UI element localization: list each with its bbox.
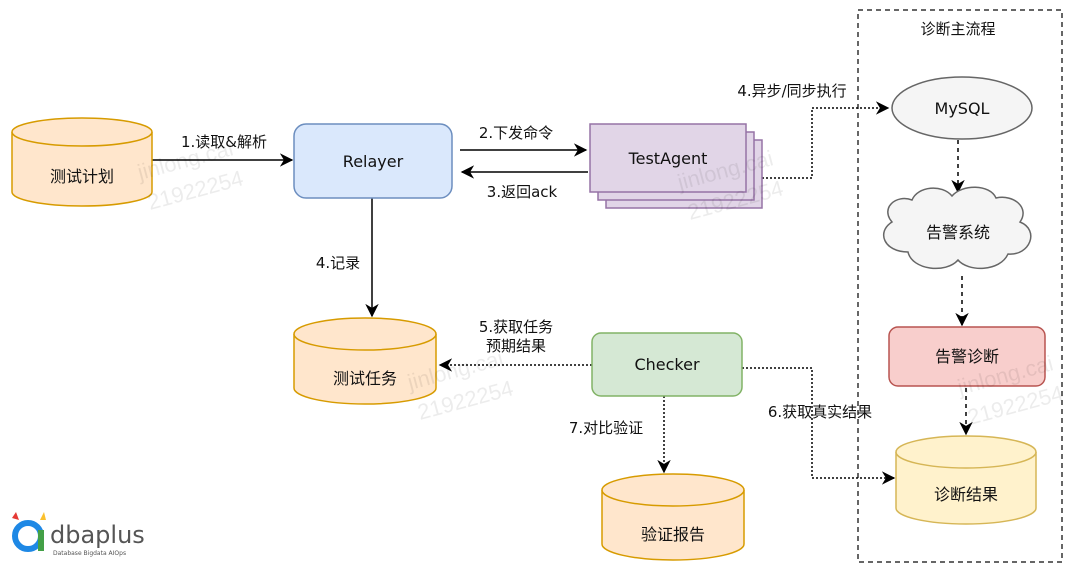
edge-4a-label: 4.异步/同步执行 xyxy=(737,82,846,100)
svg-text:dbaplus: dbaplus xyxy=(50,521,145,549)
node-checker[interactable]: Checker xyxy=(591,332,743,397)
edge-4a xyxy=(762,101,890,179)
node-test-agent[interactable]: TestAgent xyxy=(589,123,763,209)
node-diagnosis-result[interactable]: 诊断结果 xyxy=(895,435,1037,525)
group-title: 诊断主流程 xyxy=(920,20,995,38)
dbaplus-logo: dbaplus Database Bigdata AIOps xyxy=(12,512,145,557)
node-verify-report-label: 验证报告 xyxy=(641,525,705,544)
node-mysql-label: MySQL xyxy=(935,99,990,118)
svg-text:Database Bigdata AIOps: Database Bigdata AIOps xyxy=(53,550,126,557)
node-test-plan[interactable]: 测试计划 xyxy=(11,117,153,207)
node-alert-diagnosis[interactable]: 告警诊断 xyxy=(888,326,1046,387)
node-test-task-label: 测试任务 xyxy=(333,369,397,388)
main-flow-group xyxy=(857,9,1063,563)
node-test-plan-label: 测试计划 xyxy=(50,167,114,186)
edge-3-label: 3.返回ack xyxy=(487,183,558,201)
node-relayer-label: Relayer xyxy=(343,152,404,171)
edge-5-label-line2: 预期结果 xyxy=(486,337,546,355)
node-relayer[interactable]: Relayer xyxy=(293,123,453,199)
edge-1-label: 1.读取&解析 xyxy=(181,133,267,151)
node-verify-report[interactable]: 验证报告 xyxy=(601,473,745,561)
node-alert-system-label: 告警系统 xyxy=(926,223,990,242)
edge-2-label: 2.下发命令 xyxy=(479,124,553,142)
edge-6-label: 6.获取真实结果 xyxy=(768,403,872,421)
edge-5-label-line1: 5.获取任务 xyxy=(479,318,553,336)
node-alert-system[interactable]: 告警系统 xyxy=(882,186,1032,270)
node-checker-label: Checker xyxy=(634,355,699,374)
node-test-task[interactable]: 测试任务 xyxy=(293,317,437,405)
edge-7-label: 7.对比验证 xyxy=(569,419,643,437)
node-test-agent-label: TestAgent xyxy=(628,149,708,168)
node-alert-diagnosis-label: 告警诊断 xyxy=(935,347,999,366)
node-mysql[interactable]: MySQL xyxy=(891,76,1033,140)
edge-6 xyxy=(742,367,896,485)
edge-4b-label: 4.记录 xyxy=(316,254,360,272)
node-diagnosis-result-label: 诊断结果 xyxy=(934,485,998,504)
